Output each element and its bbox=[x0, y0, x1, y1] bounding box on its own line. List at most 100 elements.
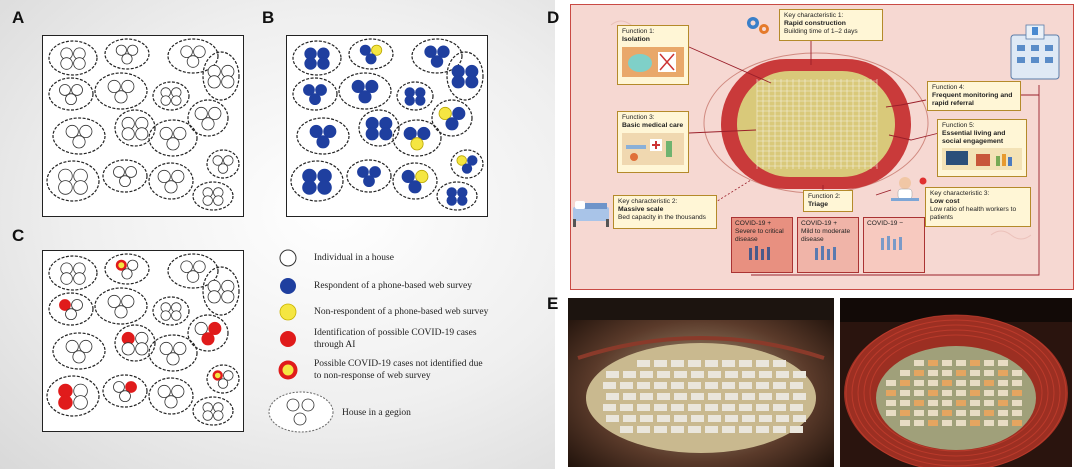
house-outline bbox=[48, 77, 94, 111]
individual-marker bbox=[351, 79, 365, 94]
individual-marker bbox=[107, 79, 121, 94]
covid-mild-box: COVID-19 + Mild to moderate disease bbox=[797, 217, 859, 273]
house-outline bbox=[148, 334, 198, 372]
panel-a-map bbox=[42, 35, 244, 217]
individual-marker bbox=[452, 106, 466, 121]
house-outline bbox=[94, 72, 148, 110]
individual-marker bbox=[193, 45, 206, 58]
house-outline bbox=[296, 117, 350, 155]
individual-marker bbox=[445, 117, 459, 131]
house-outline bbox=[292, 40, 342, 76]
individual-marker bbox=[73, 180, 88, 195]
legend-symbols bbox=[278, 249, 298, 380]
doctor-icon bbox=[891, 177, 919, 201]
individual-marker bbox=[59, 299, 71, 311]
individual-marker bbox=[186, 55, 200, 68]
individual-marker bbox=[403, 126, 417, 141]
house-outline bbox=[148, 119, 198, 157]
individual-marker bbox=[213, 195, 224, 206]
individual-marker bbox=[304, 57, 317, 70]
individual-marker bbox=[357, 166, 369, 178]
individual-marker bbox=[121, 127, 135, 141]
individual-marker bbox=[317, 57, 330, 70]
house-outline bbox=[396, 81, 434, 111]
individual-marker bbox=[135, 127, 149, 141]
panel-label-a: A bbox=[12, 8, 25, 27]
individual-marker bbox=[446, 195, 457, 206]
individual-marker bbox=[159, 341, 173, 356]
individual-marker bbox=[461, 163, 473, 174]
individual-marker bbox=[65, 308, 77, 321]
house-outline bbox=[358, 109, 400, 147]
house-outline bbox=[48, 292, 94, 326]
individual-marker bbox=[73, 272, 86, 285]
individual-marker bbox=[451, 75, 465, 89]
individual-marker bbox=[71, 84, 83, 96]
house-outline bbox=[392, 119, 442, 157]
individual-marker bbox=[58, 395, 73, 410]
individual-marker bbox=[201, 332, 215, 346]
individual-marker bbox=[465, 75, 479, 89]
house-outline bbox=[104, 38, 150, 70]
individual-marker bbox=[159, 126, 173, 141]
house-outline bbox=[202, 51, 240, 101]
individual-marker bbox=[166, 137, 180, 151]
house-outline bbox=[202, 266, 240, 316]
individual-marker bbox=[115, 44, 127, 56]
missed-case-core bbox=[118, 262, 125, 269]
left-figure-panel: A B C Individual in a house Respondent o… bbox=[0, 0, 555, 469]
house-outline bbox=[114, 324, 156, 362]
individual-marker bbox=[457, 195, 468, 206]
individual-marker bbox=[221, 290, 235, 304]
individual-marker bbox=[119, 390, 131, 403]
patients-icon bbox=[815, 246, 836, 260]
individual-marker bbox=[79, 124, 93, 139]
house-outline bbox=[102, 159, 148, 193]
house-outline bbox=[46, 160, 100, 202]
individual-marker bbox=[71, 299, 83, 311]
individual-marker bbox=[173, 341, 187, 356]
individual-marker bbox=[415, 169, 429, 184]
individual-marker bbox=[107, 294, 121, 309]
panel-c-houses bbox=[46, 253, 240, 426]
individual-marker bbox=[207, 290, 221, 304]
individual-marker bbox=[171, 169, 185, 184]
panel-label-c: C bbox=[12, 226, 25, 245]
panel-b-map bbox=[286, 35, 488, 217]
individual-marker bbox=[65, 124, 79, 139]
individual-marker bbox=[60, 272, 73, 285]
individual-marker bbox=[223, 155, 234, 166]
house-outline bbox=[46, 375, 100, 417]
photo-arena-right bbox=[840, 298, 1072, 467]
house-outline bbox=[187, 99, 229, 137]
individual-marker bbox=[316, 135, 330, 149]
house-outline bbox=[292, 77, 338, 111]
individual-marker bbox=[157, 169, 171, 184]
individual-marker bbox=[437, 45, 450, 58]
house-outline bbox=[206, 149, 240, 179]
individual-marker bbox=[160, 310, 171, 321]
gear-icon bbox=[747, 17, 769, 34]
individual-marker bbox=[359, 44, 371, 56]
bed-icon bbox=[573, 201, 609, 227]
individual-marker bbox=[408, 180, 422, 194]
individual-marker bbox=[371, 44, 383, 56]
house-outline bbox=[450, 149, 484, 179]
individual-marker bbox=[113, 166, 125, 178]
photo-arena-left bbox=[568, 298, 834, 467]
individual-marker bbox=[121, 79, 135, 94]
individual-marker bbox=[202, 195, 213, 206]
house-outline bbox=[338, 72, 392, 110]
house-outline bbox=[187, 314, 229, 352]
individual-marker bbox=[160, 95, 171, 106]
individual-marker bbox=[164, 395, 178, 409]
individual-marker bbox=[171, 310, 182, 321]
individual-marker bbox=[217, 378, 229, 389]
house-outline bbox=[102, 374, 148, 408]
individual-marker bbox=[73, 395, 88, 410]
legend-ai-case-icon bbox=[280, 331, 296, 347]
individual-marker bbox=[309, 93, 321, 106]
individual-marker bbox=[302, 180, 317, 195]
individual-marker bbox=[164, 180, 178, 194]
